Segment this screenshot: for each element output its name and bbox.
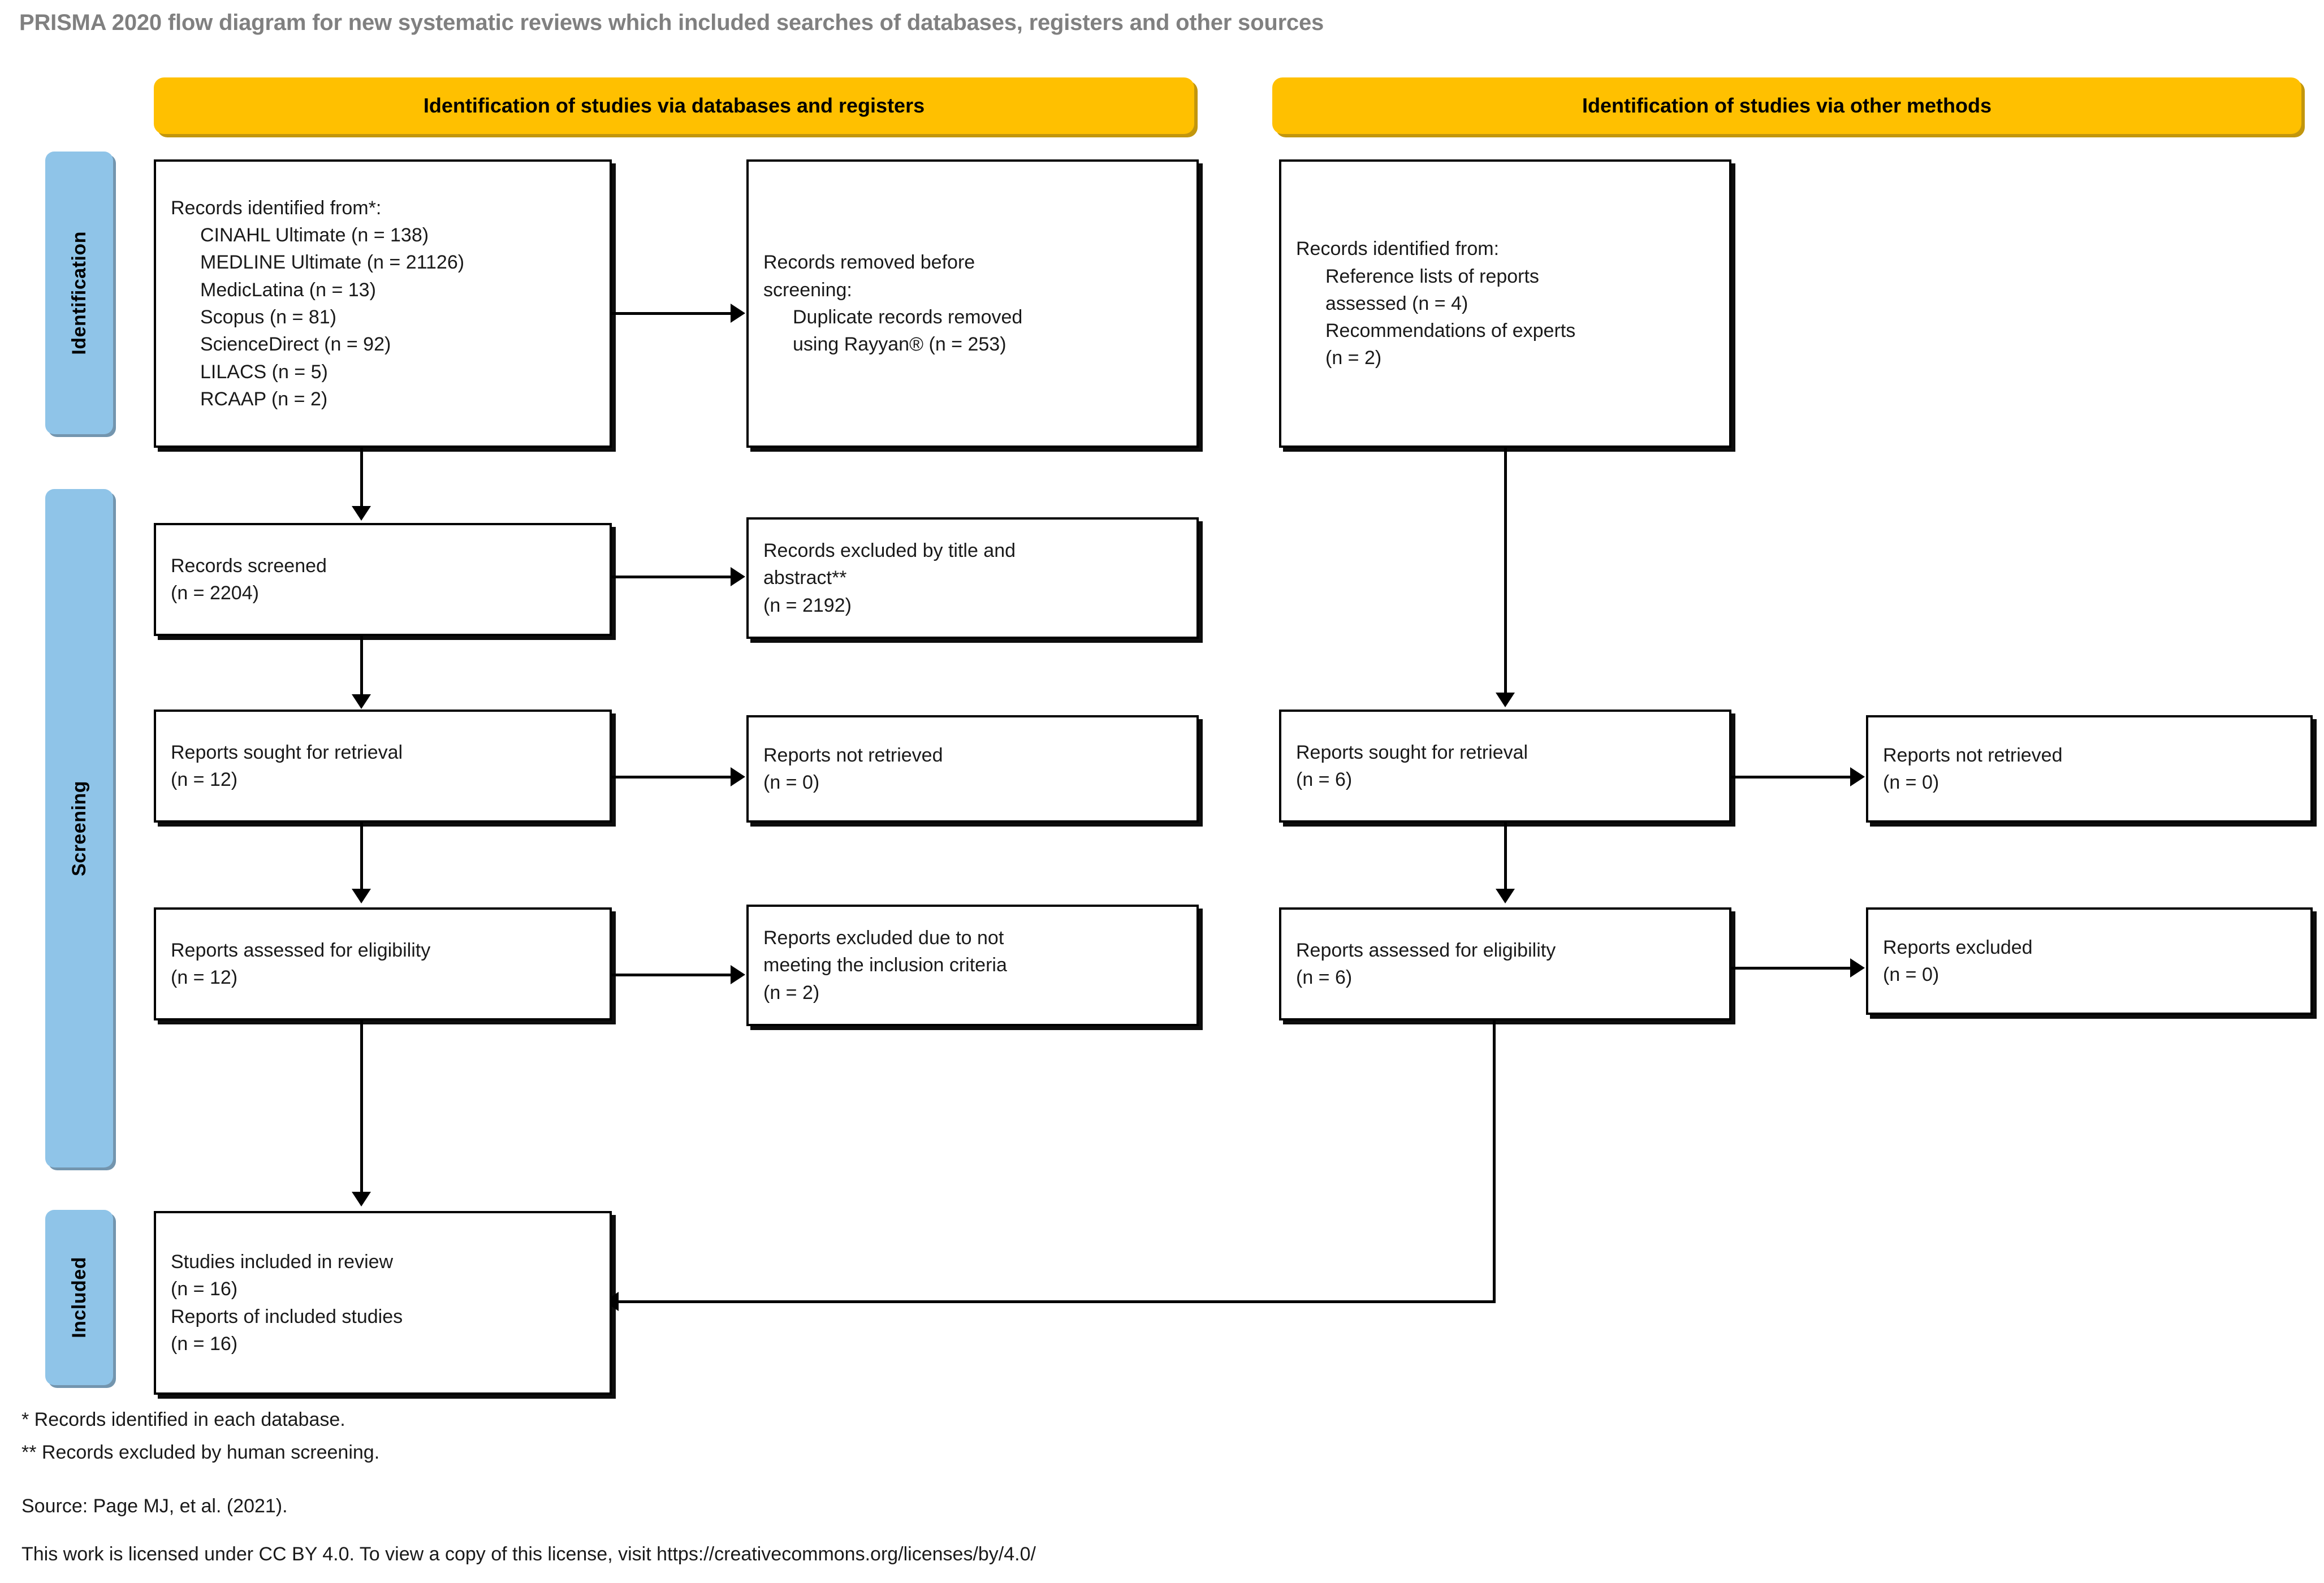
records-screened-line: (n = 2204) xyxy=(171,582,259,604)
studies-included-line: (n = 16) xyxy=(171,1333,238,1355)
arrowhead-screened-to-excluded xyxy=(731,567,745,586)
phase-label-identification-text: Identification xyxy=(68,231,90,355)
box-reports-assessed-other: Reports assessed for eligibility (n = 6) xyxy=(1279,907,1731,1020)
reports-excluded-db-line: meeting the inclusion criteria xyxy=(763,954,1007,976)
connector-sought-to-assessed-db xyxy=(360,823,363,893)
records-identified-other-item: Recommendations of experts xyxy=(1325,320,1576,342)
records-excluded-line: Records excluded by title and xyxy=(763,540,1016,562)
connector-sought-to-assessed-other xyxy=(1504,823,1507,893)
arrowhead-assessed-to-excluded-db xyxy=(731,965,745,984)
box-reports-sought-other: Reports sought for retrieval (n = 6) xyxy=(1279,710,1731,823)
records-removed-line: using Rayyan® (n = 253) xyxy=(793,334,1007,356)
phase-label-screening-text: Screening xyxy=(68,780,90,876)
connector-other-to-included-vertical xyxy=(1493,1020,1496,1303)
arrowhead-assessed-to-excluded-other xyxy=(1850,958,1865,978)
box-reports-not-retrieved-other: Reports not retrieved (n = 0) xyxy=(1866,715,2313,823)
box-reports-sought-db: Reports sought for retrieval (n = 12) xyxy=(154,710,612,823)
page-title: PRISMA 2020 flow diagram for new systema… xyxy=(19,10,1324,35)
connector-assessed-to-excluded-db xyxy=(612,974,732,976)
records-removed-line: Duplicate records removed xyxy=(793,306,1023,328)
records-identified-item: RCAAP (n = 2) xyxy=(200,388,328,410)
connector-assessed-to-excluded-other xyxy=(1731,967,1851,970)
phase-label-included-text: Included xyxy=(68,1257,90,1338)
records-identified-item: ScienceDirect (n = 92) xyxy=(200,334,391,356)
box-records-screened: Records screened (n = 2204) xyxy=(154,523,612,636)
stage-header-other-methods: Identification of studies via other meth… xyxy=(1272,77,2301,134)
arrowhead-sought-to-not-retrieved-db xyxy=(731,767,745,786)
reports-assessed-other-line: (n = 6) xyxy=(1296,967,1353,988)
stage-header-databases: Identification of studies via databases … xyxy=(154,77,1194,134)
records-identified-other-heading: Records identified from: xyxy=(1296,238,1500,260)
box-records-excluded: Records excluded by title and abstract**… xyxy=(746,517,1199,639)
phase-label-included: Included xyxy=(45,1210,113,1385)
records-identified-item: CINAHL Ultimate (n = 138) xyxy=(200,224,429,246)
footnote-records-identified: * Records identified in each database. xyxy=(21,1409,345,1430)
connector-assessed-db-to-included xyxy=(360,1020,363,1196)
reports-excluded-db-line: Reports excluded due to not xyxy=(763,927,1004,949)
arrowhead-sought-to-assessed-db xyxy=(352,889,371,903)
reports-sought-other-line: (n = 6) xyxy=(1296,769,1353,790)
studies-included-line: (n = 16) xyxy=(171,1278,238,1300)
box-studies-included: Studies included in review (n = 16) Repo… xyxy=(154,1211,612,1395)
box-reports-assessed-db: Reports assessed for eligibility (n = 12… xyxy=(154,907,612,1020)
reports-assessed-db-line: (n = 12) xyxy=(171,967,238,988)
reports-assessed-db-line: Reports assessed for eligibility xyxy=(171,939,431,961)
studies-included-line: Studies included in review xyxy=(171,1251,394,1273)
records-identified-other-item: Reference lists of reports xyxy=(1325,265,1539,287)
connector-sought-to-not-retrieved-db xyxy=(612,776,732,778)
connector-identified-to-removed xyxy=(612,312,732,315)
arrowhead-sought-to-assessed-other xyxy=(1496,889,1515,903)
reports-assessed-other-line: Reports assessed for eligibility xyxy=(1296,939,1556,961)
reports-sought-db-line: Reports sought for retrieval xyxy=(171,741,403,763)
records-identified-item: MEDLINE Ultimate (n = 21126) xyxy=(200,252,465,274)
box-records-removed: Records removed before screening: Duplic… xyxy=(746,159,1199,448)
studies-included-line: Reports of included studies xyxy=(171,1305,403,1327)
arrowhead-identified-to-screened xyxy=(352,506,371,521)
arrowhead-assessed-db-to-included xyxy=(352,1192,371,1206)
records-identified-item: LILACS (n = 5) xyxy=(200,361,328,383)
box-reports-not-retrieved-db: Reports not retrieved (n = 0) xyxy=(746,715,1199,823)
records-excluded-line: abstract** xyxy=(763,567,847,589)
records-removed-line: screening: xyxy=(763,279,852,301)
arrowhead-screened-to-sought xyxy=(352,694,371,709)
footnote-source: Source: Page MJ, et al. (2021). xyxy=(21,1495,288,1517)
box-reports-excluded-other: Reports excluded (n = 0) xyxy=(1866,907,2313,1015)
reports-sought-db-line: (n = 12) xyxy=(171,769,238,790)
records-identified-other-item: (n = 2) xyxy=(1325,347,1382,369)
box-records-identified: Records identified from*: CINAHL Ultimat… xyxy=(154,159,612,448)
footnote-license: This work is licensed under CC BY 4.0. T… xyxy=(21,1543,1036,1565)
arrowhead-other-identified-to-sought xyxy=(1496,693,1515,707)
connector-other-identified-to-sought xyxy=(1504,448,1507,697)
reports-excluded-other-line: Reports excluded xyxy=(1883,936,2033,958)
box-records-identified-other: Records identified from: Reference lists… xyxy=(1279,159,1731,448)
stage-header-other-methods-label: Identification of studies via other meth… xyxy=(1582,94,1992,117)
records-identified-heading: Records identified from*: xyxy=(171,197,382,219)
records-excluded-line: (n = 2192) xyxy=(763,594,852,616)
phase-label-screening: Screening xyxy=(45,489,113,1167)
records-identified-item: MedicLatina (n = 13) xyxy=(200,279,376,301)
reports-excluded-other-line: (n = 0) xyxy=(1883,964,1939,985)
reports-excluded-db-line: (n = 2) xyxy=(763,981,820,1004)
records-identified-other-item: assessed (n = 4) xyxy=(1325,292,1468,314)
arrowhead-sought-to-not-retrieved-other xyxy=(1850,767,1865,786)
records-screened-line: Records screened xyxy=(171,555,327,577)
arrowhead-identified-to-removed xyxy=(731,304,745,323)
connector-screened-to-excluded xyxy=(612,576,732,578)
connector-sought-to-not-retrieved-other xyxy=(1731,776,1851,778)
footnote-records-excluded: ** Records excluded by human screening. xyxy=(21,1442,380,1463)
reports-not-retrieved-db-line: (n = 0) xyxy=(763,772,820,793)
records-removed-line: Records removed before xyxy=(763,252,975,274)
reports-not-retrieved-db-line: Reports not retrieved xyxy=(763,744,943,766)
records-identified-item: Scopus (n = 81) xyxy=(200,306,336,328)
reports-not-retrieved-other-line: (n = 0) xyxy=(1883,772,1939,793)
connector-screened-to-sought xyxy=(360,636,363,698)
connector-identified-to-screened xyxy=(360,448,363,510)
connector-other-to-included-horizontal xyxy=(617,1300,1494,1303)
reports-not-retrieved-other-line: Reports not retrieved xyxy=(1883,744,2063,766)
reports-sought-other-line: Reports sought for retrieval xyxy=(1296,741,1528,763)
stage-header-databases-label: Identification of studies via databases … xyxy=(423,94,925,117)
box-reports-excluded-db: Reports excluded due to not meeting the … xyxy=(746,905,1199,1026)
phase-label-identification: Identification xyxy=(45,152,113,434)
